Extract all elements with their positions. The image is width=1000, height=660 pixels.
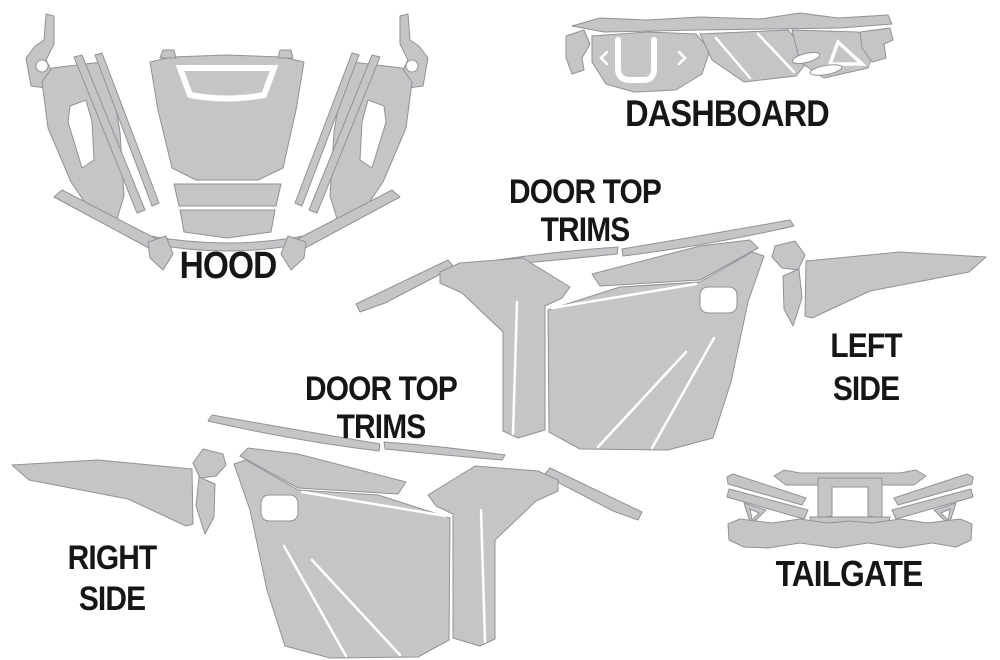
right-side-label-line1: RIGHT xyxy=(67,539,158,577)
tailgate-blade-left-1 xyxy=(726,473,807,506)
left-side-label-line2: SIDE xyxy=(832,369,900,408)
dash-top-strip xyxy=(571,12,893,33)
dash-right-end xyxy=(859,27,894,63)
tailgate-label: TAILGATE xyxy=(775,553,924,594)
door-top-trims-upper-label-line2: TRIMS xyxy=(540,211,631,250)
door-top-trims-lower-label: DOOR TOP TRIMS xyxy=(271,370,491,446)
dash-chevron-left xyxy=(599,50,609,66)
side-skin-seam-d2 xyxy=(650,336,716,450)
left-side-panel-graphic xyxy=(355,239,987,451)
side-quarter-window xyxy=(591,239,759,287)
dash-seam-2 xyxy=(756,32,796,74)
left-side-label-line1: LEFT xyxy=(830,327,902,365)
tailgate-blade-right-2 xyxy=(891,488,974,520)
right-side-label-line2: SIDE xyxy=(78,580,146,619)
side-skin-seam-top xyxy=(550,282,698,310)
side-column-seam xyxy=(511,300,519,436)
hood-band-1 xyxy=(173,183,282,207)
hood-pillar-strip-outer xyxy=(308,54,381,214)
door-top-trims-lower-label-line1: DOOR TOP xyxy=(304,370,458,408)
hood-fender-cutout xyxy=(359,99,387,169)
dash-vent-triangle xyxy=(827,38,867,66)
hood-pillar-strip-inner xyxy=(294,52,360,207)
side-front-column xyxy=(439,257,571,439)
tailgate-hook-right-cutout xyxy=(940,508,951,522)
hood-bracket-hole xyxy=(405,59,419,73)
tailgate-blade-left-2 xyxy=(726,488,809,520)
hood-window-seam xyxy=(175,65,279,102)
tailgate-bottom-bar xyxy=(727,518,973,549)
dash-chevron-right xyxy=(677,50,687,66)
hood-tab-left xyxy=(159,49,177,59)
side-door-handle-cutout xyxy=(699,286,738,314)
trim-strip-rear xyxy=(621,219,795,257)
dash-seam-1 xyxy=(714,36,752,80)
dashboard-label: DASHBOARD xyxy=(625,93,830,134)
tailgate-graphic xyxy=(726,469,974,549)
dash-slot-2 xyxy=(809,64,843,76)
right-side-label: RIGHT SIDE xyxy=(2,538,222,621)
tailgate-blade-right-1 xyxy=(893,473,974,506)
tailgate-hook-left-cutout xyxy=(749,508,760,522)
door-top-trims-upper-label: DOOR TOP TRIMS xyxy=(475,173,695,249)
hood-foot-tab xyxy=(280,235,307,271)
side-skin-seam-d1 xyxy=(596,350,688,449)
hood-label: HOOD xyxy=(179,245,278,287)
dash-slot-1 xyxy=(791,51,821,65)
hood-tab-right xyxy=(277,49,294,59)
dashboard-graphic xyxy=(565,12,894,93)
left-side-label: LEFT SIDE xyxy=(756,325,976,411)
side-rear-wedge xyxy=(782,268,803,327)
dash-left-end xyxy=(565,29,591,75)
hood-center-panel xyxy=(149,54,305,181)
dash-cluster-cutout xyxy=(615,37,657,83)
hood-band-2 xyxy=(179,209,276,239)
hood-graphic xyxy=(25,13,429,271)
dash-center-panel xyxy=(699,29,813,83)
tailgate-center-arch xyxy=(817,477,883,519)
side-front-sliver xyxy=(355,259,455,313)
side-rocker-blade xyxy=(804,251,987,319)
door-top-trims-lower-label-line2: TRIMS xyxy=(336,408,427,447)
side-rear-hook xyxy=(771,240,806,271)
door-top-trims-upper-label-line1: DOOR TOP xyxy=(508,173,662,211)
